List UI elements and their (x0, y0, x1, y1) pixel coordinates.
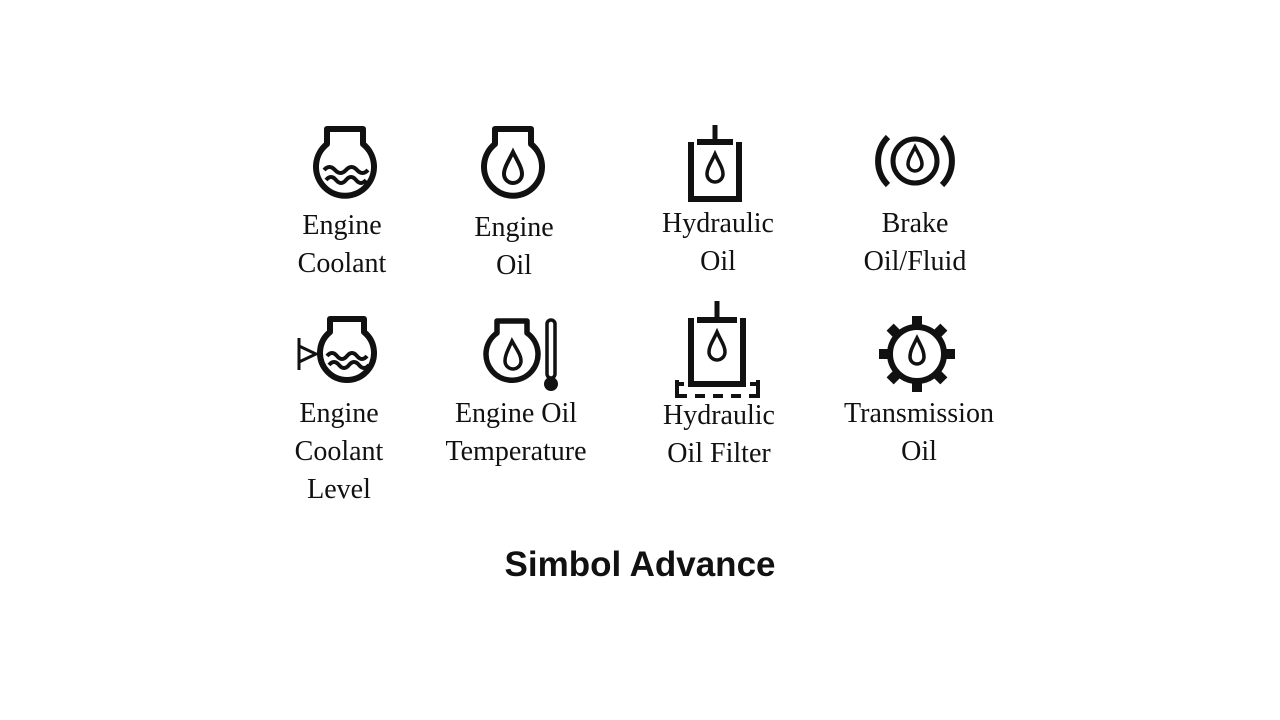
label-line: Oil Filter (667, 438, 771, 469)
transmission-oil-label: Transmission Oil (844, 395, 994, 471)
label-line: Engine (299, 398, 379, 429)
label-line: Oil (496, 250, 532, 281)
label-line: Coolant (297, 248, 387, 279)
transmission-oil-icon (875, 314, 959, 394)
engine-coolant-level-icon (292, 314, 382, 394)
label-line: Engine Oil (454, 398, 578, 429)
label-line: Coolant (294, 436, 384, 467)
label-line: Level (307, 474, 371, 505)
engine-coolant-icon (305, 124, 385, 206)
label-line: Hydraulic (662, 208, 774, 239)
label-line: Oil (700, 246, 736, 277)
brake-fluid-label: Brake Oil/Fluid (864, 205, 967, 281)
hydraulic-oil-label: Hydraulic Oil (662, 205, 774, 281)
label-line: Engine (302, 210, 382, 241)
brake-fluid-icon (875, 128, 955, 194)
hydraulic-oil-filter-icon (672, 298, 764, 402)
engine-oil-icon (473, 124, 553, 206)
hydraulic-oil-filter-label: Hydraulic Oil Filter (663, 397, 775, 473)
slide-caption: Simbol Advance (504, 545, 776, 584)
label-line: Brake (881, 208, 949, 239)
label-line: Temperature (445, 436, 587, 467)
label-line: Oil (901, 436, 937, 467)
label-line: Engine (474, 212, 554, 243)
engine-oil-temperature-label: Engine Oil Temperature (445, 395, 586, 471)
label-line: Transmission (844, 398, 994, 429)
engine-coolant-label: Engine Coolant (298, 207, 387, 283)
label-line: Hydraulic (663, 400, 775, 431)
engine-coolant-level-label: Engine Coolant Level (295, 395, 384, 509)
engine-oil-label: Engine Oil (474, 209, 553, 285)
engine-oil-temperature-icon (480, 316, 565, 394)
label-line: Oil/Fluid (863, 246, 967, 277)
hydraulic-oil-icon (680, 122, 750, 206)
